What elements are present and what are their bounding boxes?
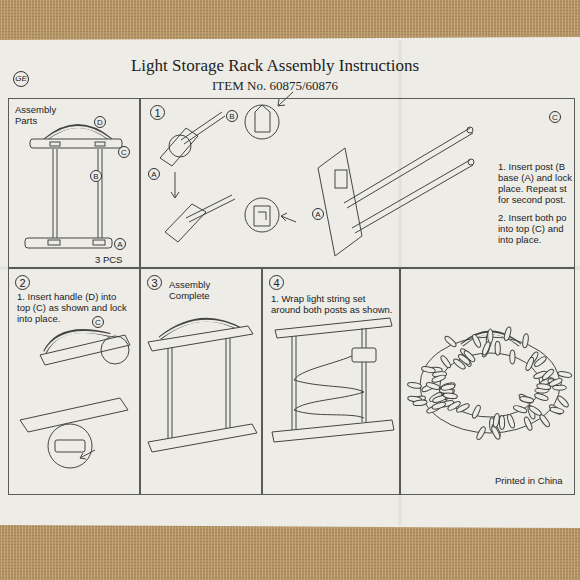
bulb: [503, 326, 512, 341]
part-letter: A: [312, 208, 324, 220]
instruction-text: 2. Insert both po into top (C) and into …: [498, 212, 572, 245]
panel-box: Printed in China: [400, 268, 575, 495]
bulb: [452, 358, 466, 371]
bulb: [541, 368, 555, 381]
bulb: [431, 374, 446, 383]
title: Light Storage Rack Assembly Instructions: [110, 56, 440, 76]
bulb: [548, 377, 563, 387]
part-letter: C: [118, 146, 130, 158]
bulb: [471, 404, 482, 419]
bulb: [523, 416, 533, 431]
bulb: [534, 392, 549, 401]
bulb: [493, 413, 501, 428]
bulb: [499, 415, 504, 429]
bulb: [525, 356, 535, 371]
instruction-text: 1. Insert post (B base (A) and lock plac…: [498, 161, 572, 205]
bulb: [522, 333, 529, 348]
item-number: ITEM No. 60875/60876: [110, 78, 440, 94]
step4-drawing: [272, 318, 394, 442]
brand-logo: GE: [13, 71, 29, 87]
instruction-text: Assembly Parts: [15, 104, 67, 126]
parts-drawing: [25, 126, 122, 248]
part-letter: A: [114, 238, 126, 250]
bulb: [519, 396, 534, 404]
instruction-text: 1. Insert handle (D) into top (C) as sho…: [17, 291, 129, 324]
bulb: [506, 414, 515, 429]
bulb: [556, 395, 569, 409]
bulb: [549, 406, 564, 414]
bulb: [471, 333, 482, 348]
bulb: [407, 382, 422, 390]
panel-box: 3 Assembly Complete: [140, 268, 262, 495]
panel-box: 21. Insert handle (D) into top (C) as sh…: [8, 268, 140, 495]
step-number: 2: [15, 275, 30, 290]
step3-drawing: [148, 320, 257, 452]
panel-box: 4 1. Wrap light string set around both po…: [262, 268, 400, 495]
part-letter: D: [94, 116, 106, 128]
step-number: 4: [269, 275, 284, 290]
bulb: [533, 355, 547, 368]
part-letter: A: [148, 168, 160, 180]
bulb: [447, 400, 462, 412]
instruction-text: Assembly Complete: [169, 279, 231, 301]
instruction-text: 1. Wrap light string set around both pos…: [271, 293, 395, 315]
part-letter: C: [92, 316, 104, 328]
paper-sheet: [0, 37, 580, 528]
instruction-text: 3 PCS: [95, 254, 122, 265]
bulb: [441, 382, 456, 391]
panel-box: 1 1. Insert post (B base (A) and lock pla…: [140, 98, 575, 268]
bulb: [431, 401, 446, 410]
bulb: [495, 341, 500, 355]
bulb: [426, 381, 441, 390]
bulb: [513, 404, 528, 413]
part-letter: B: [226, 110, 238, 122]
bulb: [413, 399, 428, 406]
step-number: 3: [147, 275, 162, 290]
bulb: [488, 329, 493, 343]
instruction-text: Printed in China: [495, 475, 563, 486]
bulb: [475, 426, 486, 441]
bulb: [510, 350, 515, 364]
bulb: [441, 383, 456, 391]
bulb: [421, 365, 436, 373]
part-letter: C: [549, 111, 561, 123]
part-letter: B: [90, 170, 102, 182]
step2-drawing: [20, 331, 130, 468]
bulb: [439, 355, 452, 369]
bulb: [463, 349, 476, 363]
bulb: [557, 371, 572, 379]
step-number: 1: [150, 105, 165, 120]
light-pile: [407, 326, 572, 440]
step1-drawing: [160, 92, 474, 256]
bulb: [444, 335, 458, 348]
bulb: [538, 414, 551, 428]
bulb: [443, 392, 458, 399]
